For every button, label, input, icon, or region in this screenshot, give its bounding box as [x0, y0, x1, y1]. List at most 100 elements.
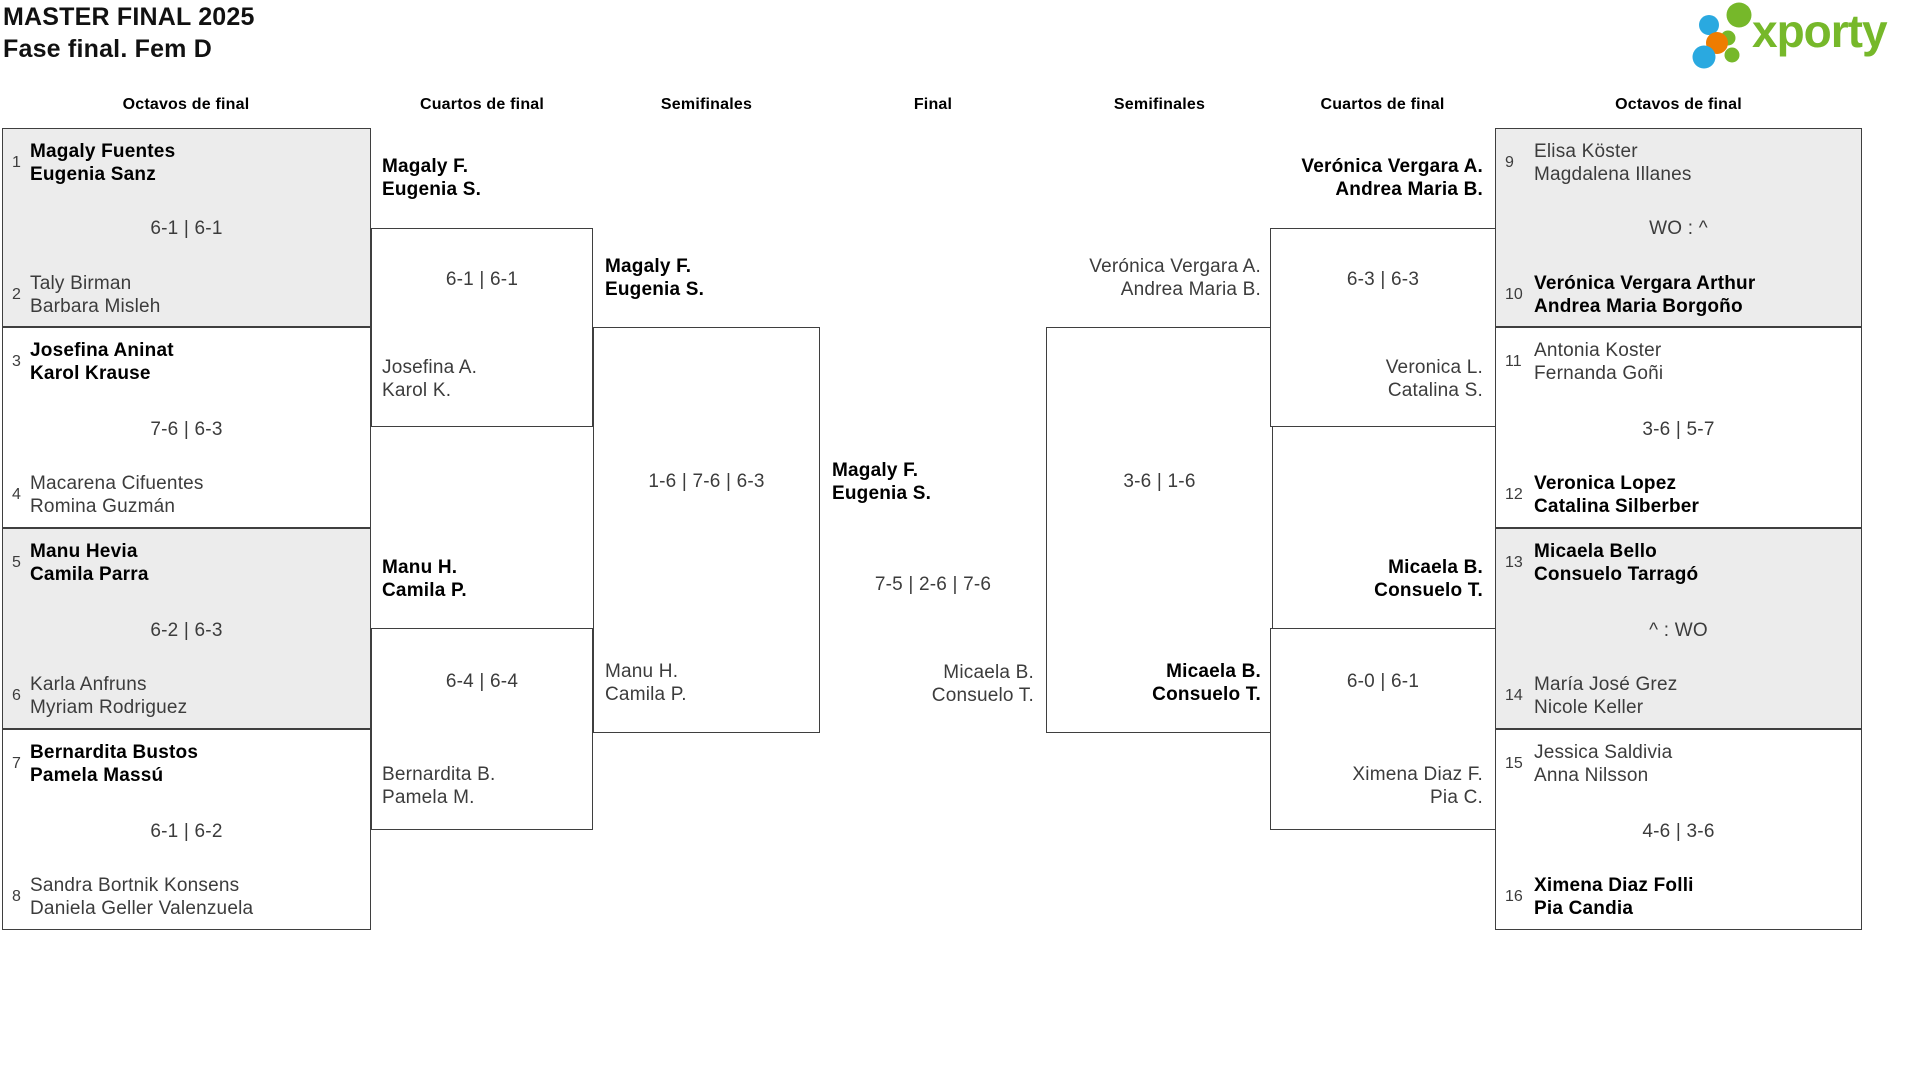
team-entry: Veronica L. Catalina S. — [1270, 356, 1483, 402]
player-name: Magaly Fuentes — [30, 141, 176, 162]
team-entry: Magaly F. Eugenia S. — [382, 155, 481, 201]
player-name: Fernanda Goñi — [1534, 363, 1664, 384]
match-box-octavos-8 — [1495, 729, 1862, 930]
player-name: Josefina Aninat — [30, 340, 174, 361]
match-score: WO : ^ — [1649, 218, 1708, 239]
match-box-octavos-3 — [2, 528, 371, 729]
seed-number: 9 — [1505, 154, 1514, 171]
match-box-octavos-1 — [2, 128, 371, 327]
match-box-cuartos-1 — [371, 228, 593, 427]
player-name: Manu H. — [382, 557, 458, 578]
logo-dots-icon — [1692, 2, 1752, 69]
match-score-final: 7-5 | 2-6 | 7-6 — [874, 574, 992, 595]
seed-number: 3 — [12, 353, 21, 370]
seed-number: 12 — [1505, 486, 1523, 503]
match-score: 6-4 | 6-4 — [445, 671, 519, 692]
match-score: 3-6 | 1-6 — [1123, 471, 1196, 492]
player-name: Barbara Misleh — [30, 296, 161, 317]
team-entry: Micaela B. Consuelo T. — [1046, 660, 1261, 706]
match-box-cuartos-3 — [1270, 228, 1496, 427]
match-score: 6-1 | 6-2 — [150, 821, 223, 842]
player-name: Micaela Bello — [1534, 541, 1657, 562]
round-header-final: Final — [913, 96, 953, 113]
match-box-octavos-2 — [2, 327, 371, 528]
player-name: Eugenia S. — [832, 483, 932, 504]
round-header-octavos-left: Octavos de final — [122, 96, 250, 113]
player-name: Magdalena Illanes — [1534, 164, 1692, 185]
team-entry: María José Grez Nicole Keller — [1534, 673, 1677, 719]
player-name: Pamela Massú — [30, 765, 164, 786]
team-entry: Micaela Bello Consuelo Tarragó — [1534, 540, 1698, 586]
round-header-cuartos-right: Cuartos de final — [1320, 96, 1445, 113]
player-name: Myriam Rodriguez — [30, 697, 188, 718]
player-name: María José Grez — [1534, 674, 1678, 695]
player-name: Manu Hevia — [30, 541, 138, 562]
seed-number: 16 — [1505, 888, 1523, 905]
team-entry: Manu H. Camila P. — [605, 660, 687, 706]
player-name: Consuelo T. — [1152, 684, 1261, 705]
player-name: Eugenia Sanz — [30, 164, 156, 185]
round-header-cuartos-left: Cuartos de final — [419, 96, 545, 113]
team-entry: Elisa Köster Magdalena Illanes — [1534, 140, 1692, 186]
team-entry: Josefina Aninat Karol Krause — [30, 339, 174, 385]
team-entry-final-winner: Magaly F. Eugenia S. — [832, 459, 931, 505]
match-box-semifinal-right — [1046, 327, 1273, 733]
match-score: 6-2 | 6-3 — [150, 620, 223, 641]
seed-number: 1 — [12, 154, 21, 171]
team-entry: Ximena Diaz Folli Pia Candia — [1534, 874, 1694, 920]
player-name: Elisa Köster — [1534, 141, 1638, 162]
seed-number: 8 — [12, 888, 21, 905]
match-score: ^ : WO — [1649, 620, 1708, 641]
team-entry: Micaela B. Consuelo T. — [1270, 556, 1483, 602]
seed-number: 11 — [1505, 353, 1522, 370]
seed-number: 2 — [12, 286, 21, 303]
team-entry: Bernardita Bustos Pamela Massú — [30, 741, 198, 787]
player-name: Magaly F. — [832, 460, 919, 481]
player-name: Karla Anfruns — [30, 674, 147, 695]
team-entry: Veronica Lopez Catalina Silberber — [1534, 472, 1699, 518]
player-name: Verónica Vergara A. — [1089, 256, 1261, 277]
team-entry: Manu H. Camila P. — [382, 556, 467, 602]
team-entry-final-runnerup: Micaela B. Consuelo T. — [820, 661, 1034, 707]
player-name: Micaela B. — [1166, 661, 1261, 682]
player-name: Eugenia S. — [382, 179, 482, 200]
logo-wordmark: xporty — [1752, 5, 1888, 57]
player-name: Verónica Vergara Arthur — [1534, 273, 1756, 294]
match-score: 6-1 | 6-1 — [445, 269, 519, 290]
player-name: Catalina S. — [1387, 380, 1483, 401]
player-name: Antonia Koster — [1534, 340, 1662, 361]
match-box-cuartos-2 — [371, 628, 593, 830]
match-score: 7-6 | 6-3 — [150, 419, 223, 440]
player-name: Bernardita B. — [382, 764, 496, 785]
player-name: Karol Krause — [30, 363, 151, 384]
seed-number: 5 — [12, 554, 21, 571]
player-name: Sandra Bortnik Konsens — [30, 875, 240, 896]
player-name: Manu H. — [605, 661, 679, 682]
player-name: Josefina A. — [382, 357, 478, 378]
team-entry: Jessica Saldivia Anna Nilsson — [1534, 741, 1672, 787]
seed-number: 10 — [1505, 286, 1523, 303]
xporty-logo: xporty — [1688, 0, 1920, 70]
seed-number: 13 — [1505, 554, 1523, 571]
match-score: 1-6 | 7-6 | 6-3 — [648, 471, 765, 492]
match-score: 6-3 | 6-3 — [1346, 269, 1420, 290]
player-name: Veronica Lopez — [1534, 473, 1677, 494]
team-entry: Verónica Vergara A. Andrea Maria B. — [1270, 155, 1483, 201]
match-box-octavos-5 — [1495, 128, 1862, 327]
team-entry: Taly Birman Barbara Misleh — [30, 272, 161, 318]
player-name: Andrea Maria B. — [1120, 279, 1261, 300]
player-name: Taly Birman — [30, 273, 132, 294]
player-name: Camila P. — [382, 580, 467, 601]
player-name: Micaela B. — [943, 662, 1034, 683]
team-entry: Magaly F. Eugenia S. — [605, 255, 704, 301]
player-name: Magaly F. — [382, 156, 469, 177]
player-name: Veronica L. — [1385, 357, 1483, 378]
match-score: 6-1 | 6-1 — [150, 218, 223, 239]
match-score: 4-6 | 3-6 — [1642, 821, 1715, 842]
player-name: Anna Nilsson — [1534, 765, 1649, 786]
tournament-subtitle: Fase final. Fem D — [3, 35, 213, 63]
seed-number: 4 — [12, 486, 21, 503]
round-header-semis-left: Semifinales — [660, 96, 753, 113]
team-entry: Macarena Cifuentes Romina Guzmán — [30, 472, 204, 518]
